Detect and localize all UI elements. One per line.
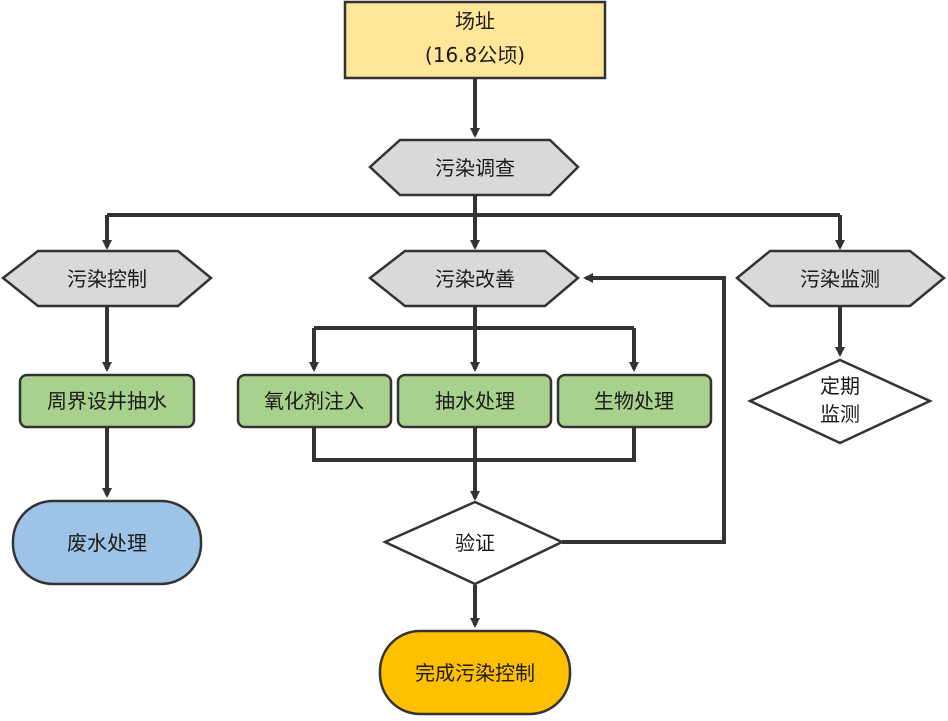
node-improve: 污染改善 (367, 249, 580, 308)
node-complete: 完成污染控制 (378, 629, 572, 716)
node-pump: 抽水处理 (396, 373, 553, 429)
well-label: 周界设井抽水 (47, 389, 167, 413)
node-control: 污染控制 (0, 249, 213, 308)
well-box (18, 373, 196, 429)
site-label-line2: (16.8公顷) (425, 43, 525, 67)
node-well: 周界设井抽水 (18, 373, 196, 429)
node-survey: 污染调查 (368, 138, 580, 197)
bio-label: 生物处理 (594, 389, 674, 413)
survey-hexagon (368, 138, 580, 197)
site-box (343, 0, 607, 80)
periodic-diamond (747, 358, 933, 445)
complete-box (378, 629, 572, 716)
oxidant-box (236, 373, 393, 429)
periodic-label-line2: 监测 (820, 402, 860, 426)
edges (102, 78, 845, 628)
pump-label: 抽水处理 (435, 389, 515, 413)
verify-diamond (381, 500, 565, 586)
periodic-label-line1: 定期 (820, 374, 860, 398)
bio-box (556, 373, 713, 429)
oxidant-label: 氧化剂注入 (264, 389, 364, 413)
wastewater-label: 废水处理 (67, 531, 147, 555)
node-periodic: 定期 监测 (747, 358, 933, 445)
node-wastewater: 废水处理 (11, 499, 203, 586)
monitor-label: 污染监测 (800, 267, 880, 291)
control-hexagon (0, 249, 213, 308)
complete-label: 完成污染控制 (415, 661, 535, 685)
node-site: 场址 (16.8公顷) (343, 0, 607, 80)
node-bio: 生物处理 (556, 373, 713, 429)
edge-verify-feedback (562, 273, 726, 544)
site-label-line1: 场址 (455, 9, 495, 33)
verify-label: 验证 (455, 531, 495, 555)
node-oxidant: 氧化剂注入 (236, 373, 393, 429)
survey-label: 污染调查 (435, 156, 515, 180)
control-label: 污染控制 (67, 267, 147, 291)
wastewater-box (11, 499, 203, 586)
node-monitor: 污染监测 (735, 249, 946, 308)
improve-hexagon (367, 249, 580, 308)
node-verify: 验证 (381, 500, 565, 586)
pump-box (396, 373, 553, 429)
monitor-hexagon (735, 249, 946, 308)
improve-label: 污染改善 (435, 267, 515, 291)
